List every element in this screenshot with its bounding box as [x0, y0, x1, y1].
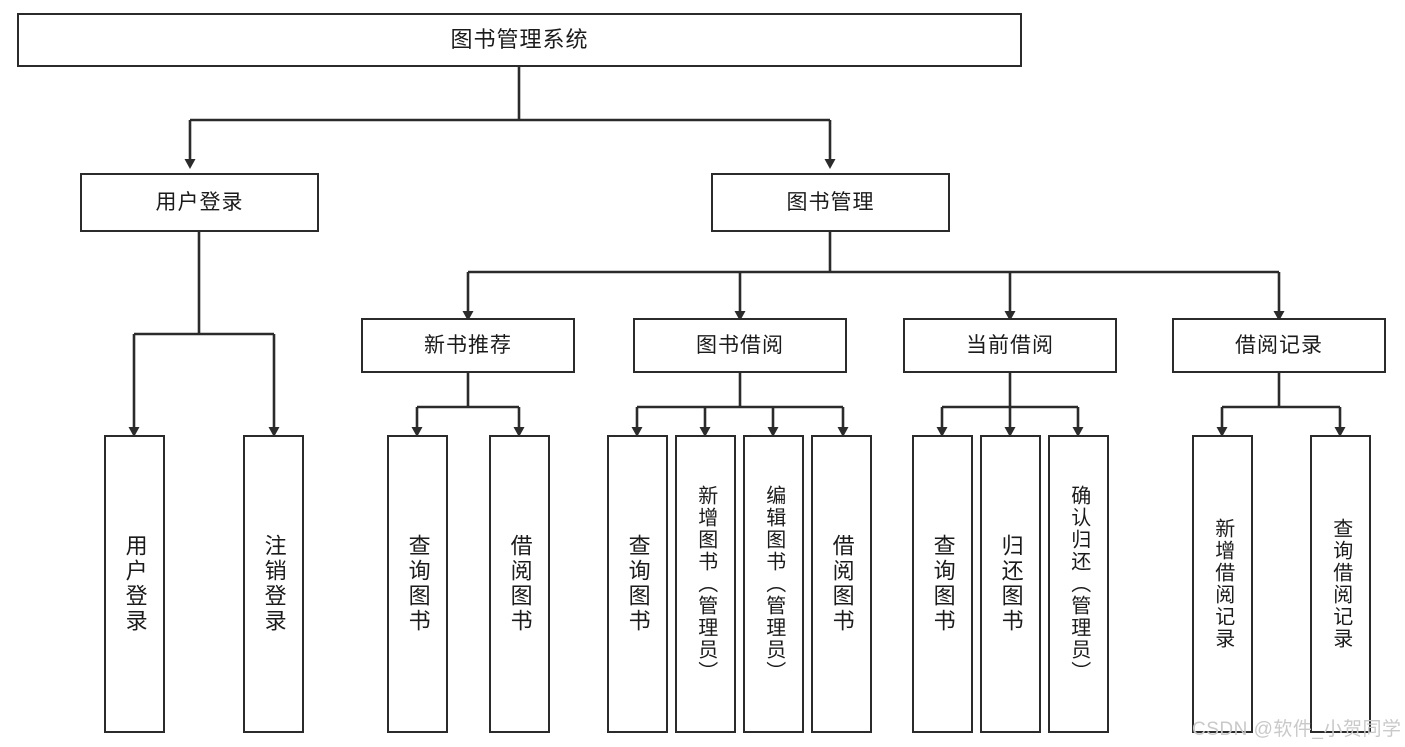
leaf-edit-book[interactable]: 编辑图书（管理员） — [743, 435, 804, 733]
node-root-label: 图书管理系统 — [450, 26, 589, 52]
leaf-query-book-3[interactable]: 查询图书 — [912, 435, 973, 733]
node-root[interactable]: 图书管理系统 — [17, 13, 1022, 67]
node-book-manage[interactable]: 图书管理 — [711, 173, 950, 232]
leaf-confirm-return[interactable]: 确认归还（管理员） — [1048, 435, 1109, 733]
leaf-logout[interactable]: 注销登录 — [243, 435, 304, 733]
leaf-query-book-2-label: 查询图书 — [625, 534, 651, 634]
leaf-query-record[interactable]: 查询借阅记录 — [1310, 435, 1371, 733]
leaf-confirm-return-label: 确认归还（管理员） — [1067, 485, 1090, 683]
node-user-login-label: 用户登录 — [155, 190, 244, 214]
leaf-borrow-book-2-label: 借阅图书 — [829, 534, 855, 634]
leaf-user-login-label: 用户登录 — [122, 534, 148, 634]
node-current-borrow-label: 当前借阅 — [966, 333, 1054, 357]
leaf-query-book-2[interactable]: 查询图书 — [607, 435, 668, 733]
node-borrow-record-label: 借阅记录 — [1235, 333, 1323, 357]
node-book-borrow[interactable]: 图书借阅 — [633, 318, 847, 373]
leaf-query-book-1-label: 查询图书 — [405, 534, 431, 634]
leaf-add-book-label: 新增图书（管理员） — [694, 485, 717, 683]
leaf-query-book-3-label: 查询图书 — [930, 534, 956, 634]
node-current-borrow[interactable]: 当前借阅 — [903, 318, 1117, 373]
node-new-book-recommend[interactable]: 新书推荐 — [361, 318, 575, 373]
leaf-borrow-book-2[interactable]: 借阅图书 — [811, 435, 872, 733]
leaf-add-record-label: 新增借阅记录 — [1211, 518, 1234, 650]
watermark: CSDN @软件_小贺同学 — [1192, 719, 1402, 740]
leaf-add-book[interactable]: 新增图书（管理员） — [675, 435, 736, 733]
node-new-book-recommend-label: 新书推荐 — [424, 333, 512, 357]
leaf-borrow-book-1[interactable]: 借阅图书 — [489, 435, 550, 733]
leaf-borrow-book-1-label: 借阅图书 — [507, 534, 533, 634]
node-user-login[interactable]: 用户登录 — [80, 173, 319, 232]
leaf-user-login[interactable]: 用户登录 — [104, 435, 165, 733]
leaf-query-record-label: 查询借阅记录 — [1329, 518, 1352, 650]
node-book-manage-label: 图书管理 — [786, 190, 875, 214]
node-book-borrow-label: 图书借阅 — [696, 333, 784, 357]
leaf-add-record[interactable]: 新增借阅记录 — [1192, 435, 1253, 733]
leaf-logout-label: 注销登录 — [261, 534, 287, 634]
leaf-return-book-label: 归还图书 — [998, 534, 1024, 634]
leaf-query-book-1[interactable]: 查询图书 — [387, 435, 448, 733]
leaf-edit-book-label: 编辑图书（管理员） — [762, 485, 785, 683]
leaf-return-book[interactable]: 归还图书 — [980, 435, 1041, 733]
node-borrow-record[interactable]: 借阅记录 — [1172, 318, 1386, 373]
